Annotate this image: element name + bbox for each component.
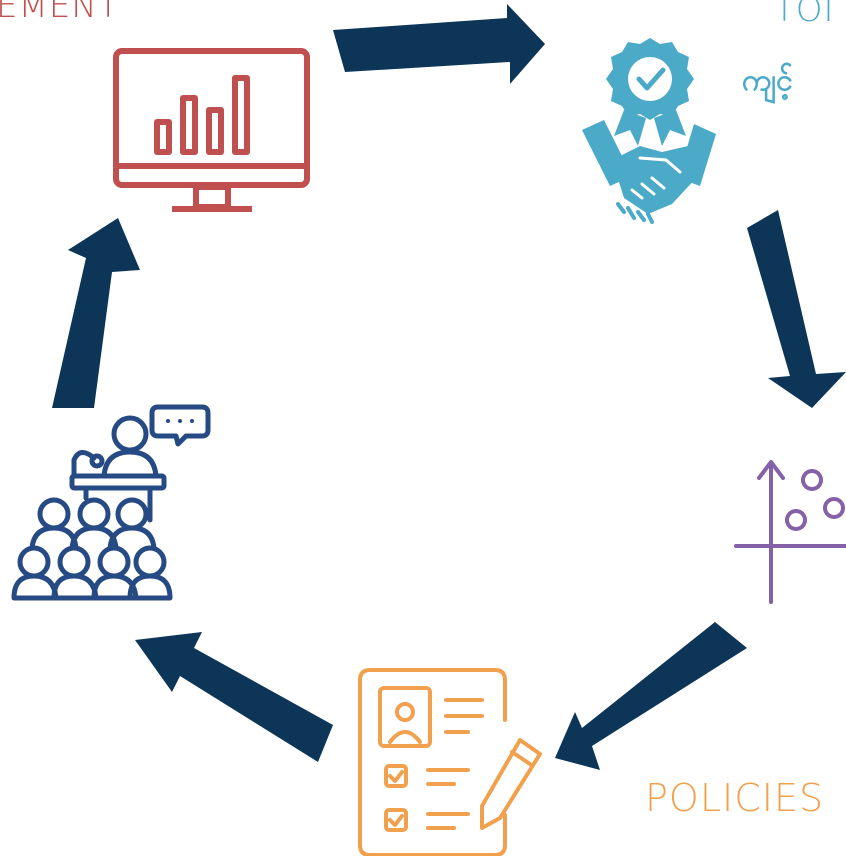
- label-top-teal: TOI: [774, 0, 835, 30]
- arrow-lower-left: [135, 632, 333, 762]
- audience-speaker-icon: [11, 404, 211, 601]
- arrow-top: [333, 4, 545, 84]
- label-top-teal-myanmar: ကျင့်: [742, 63, 793, 98]
- monitor-chart-icon: [113, 48, 310, 212]
- label-policies: POLICIES: [645, 776, 825, 820]
- label-engagement: EMENT: [0, 0, 120, 26]
- award-ribbon: [614, 110, 686, 146]
- arrow-left: [52, 218, 140, 408]
- cycle-arrows: [52, 4, 846, 770]
- scatter-plot-icon: [734, 460, 846, 604]
- arrow-right: [747, 210, 846, 408]
- arrow-lower-right: [555, 622, 747, 770]
- award-handshake-icon: [582, 38, 716, 224]
- document-checklist-pen-icon: [358, 668, 542, 856]
